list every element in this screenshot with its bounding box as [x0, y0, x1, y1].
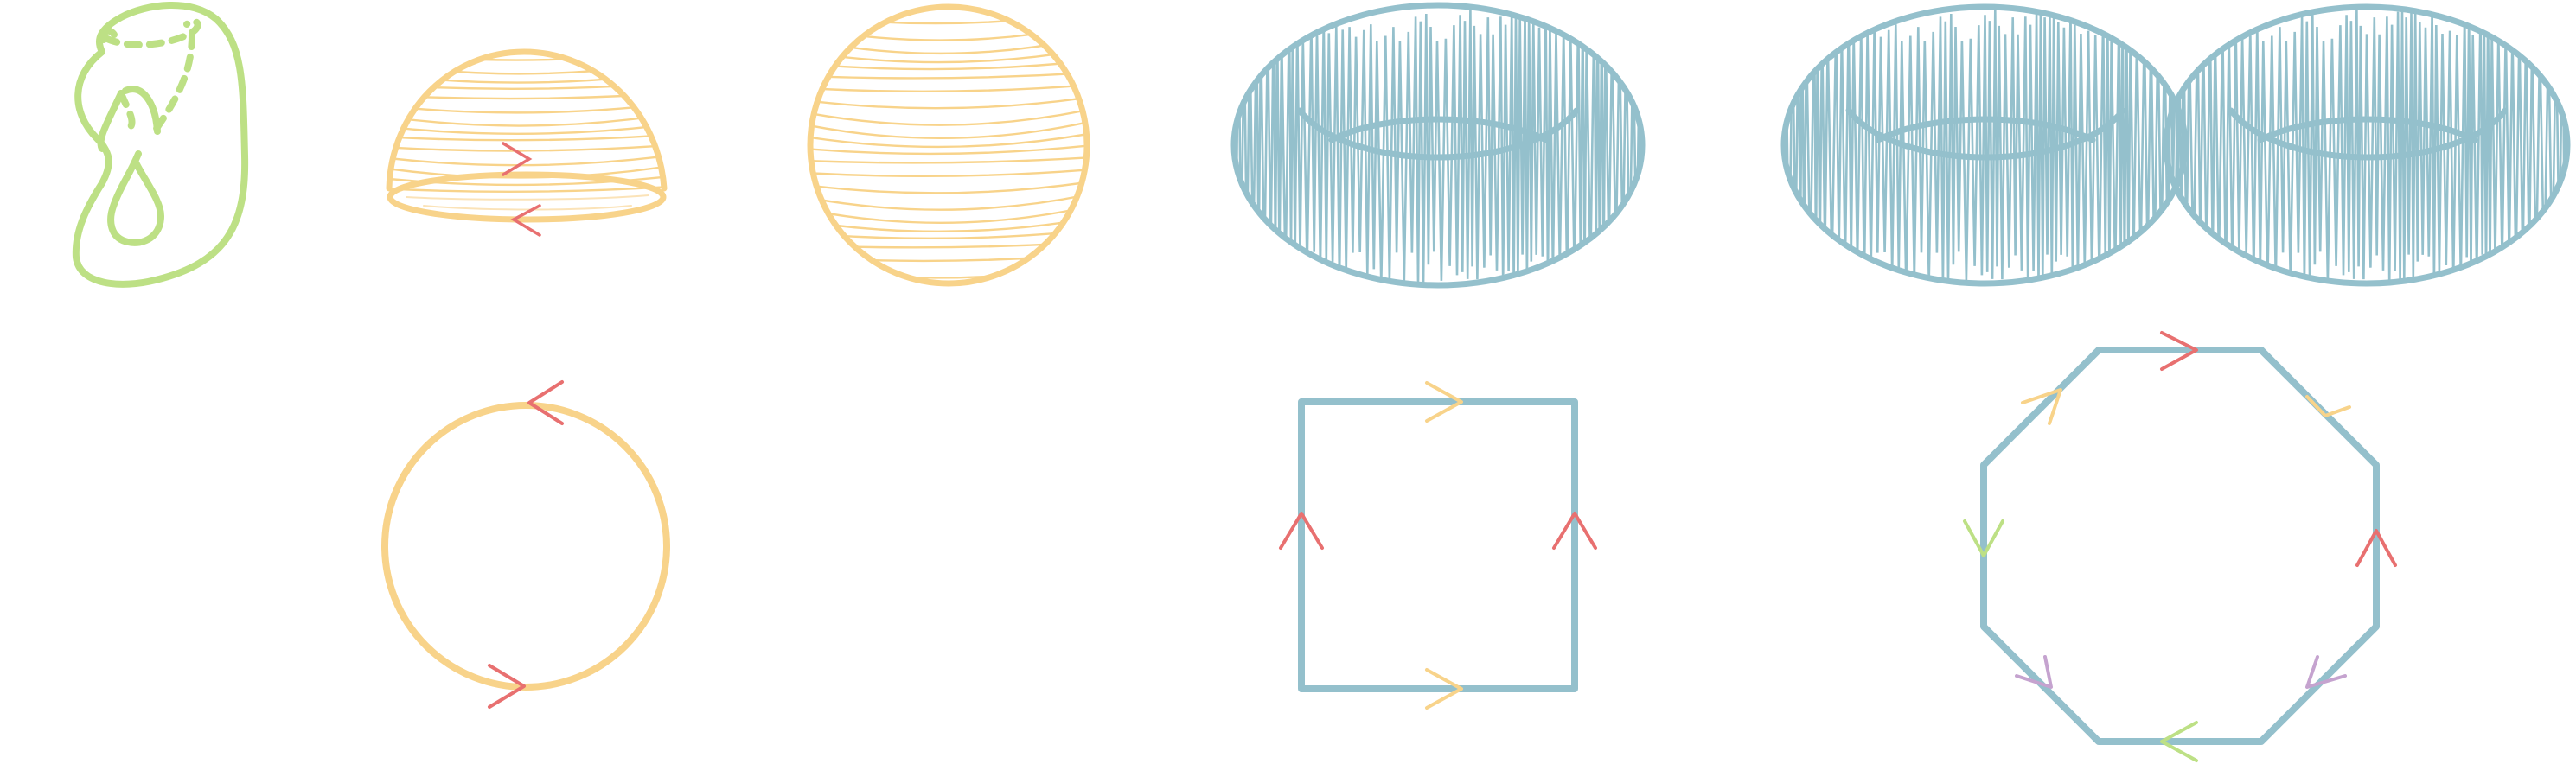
sphere-hatch-line — [810, 192, 1087, 211]
sphere-hatch-line — [810, 264, 1087, 279]
square-top-arrow — [1425, 381, 1463, 423]
sphere-hatch-line — [810, 143, 1087, 156]
torus-scribble — [1234, 7, 1642, 285]
sphere-surface — [807, 3, 1090, 287]
sphere-hatch-line — [810, 59, 1087, 71]
square-identification-polygon — [1279, 381, 1597, 710]
circle-bottom-arrow — [488, 664, 526, 709]
sphere-hatch-line — [810, 216, 1087, 233]
octagon-arrow-bottom-left — [2015, 655, 2053, 689]
hemisphere-surface — [386, 48, 668, 237]
square-bottom-arrow — [1425, 668, 1463, 710]
hemisphere-bottom-arrow — [510, 204, 541, 237]
octagon-arrow-left — [1963, 519, 2004, 557]
hemisphere-hatch-line — [389, 112, 664, 127]
sphere-hatch-line — [810, 119, 1087, 140]
octagon-arrow-top — [2160, 331, 2198, 371]
sphere-hatch-line — [810, 156, 1087, 164]
sphere-hatch-line — [810, 22, 1087, 41]
hemisphere-hatch-line — [389, 185, 664, 194]
torus-surface — [1230, 2, 1646, 289]
octagon-arrow-top-right — [2305, 395, 2351, 417]
sphere-hatch-line — [810, 83, 1087, 92]
hemisphere-hatch-line — [389, 81, 664, 90]
circle-top-arrow — [527, 380, 564, 425]
sphere-hatch-line — [810, 131, 1087, 149]
sphere-hatch-line — [810, 252, 1087, 263]
hemisphere-hatch-line — [389, 123, 664, 136]
hemisphere-hatch-line — [389, 133, 664, 142]
double-torus-right-hatching — [2166, 7, 2567, 283]
sphere-hatch-line — [810, 204, 1087, 225]
hemisphere-hatching — [389, 52, 664, 194]
octagon-arrow-right — [2355, 529, 2397, 567]
double-torus-left-hatching — [1784, 7, 2185, 283]
hemisphere-inner-lines — [406, 194, 649, 211]
klein-bottle-surface — [72, 2, 249, 288]
torus-scribble — [1784, 7, 2185, 283]
sphere-hatch-line — [810, 10, 1087, 25]
sphere-hatch-line — [810, 107, 1087, 126]
octagon-arrow-bottom-right — [2305, 655, 2347, 689]
circle-identification-polygon — [381, 380, 670, 709]
sphere-hatch-line — [810, 180, 1087, 194]
torus-scribble — [2166, 7, 2567, 283]
square-left-arrow — [1279, 512, 1324, 550]
sphere-hatch-line — [810, 71, 1087, 80]
sphere-hatch-line — [810, 95, 1087, 110]
sphere-hatch-line — [810, 168, 1087, 178]
octagon-identification-polygon — [1963, 331, 2397, 762]
hemisphere-hatch-line — [389, 143, 664, 152]
hemisphere-hatch-line — [389, 60, 664, 75]
octagon-arrow-top-left — [2021, 388, 2062, 425]
torus-hatching — [1234, 7, 1642, 285]
hemisphere-hatch-line — [389, 154, 664, 167]
hemisphere-top-arrow — [502, 142, 533, 176]
double-torus-surface — [1780, 3, 2571, 287]
square-right-arrow — [1552, 512, 1597, 550]
octagon-arrow-bottom — [2160, 721, 2198, 762]
hemisphere-hatch-line — [389, 102, 664, 114]
